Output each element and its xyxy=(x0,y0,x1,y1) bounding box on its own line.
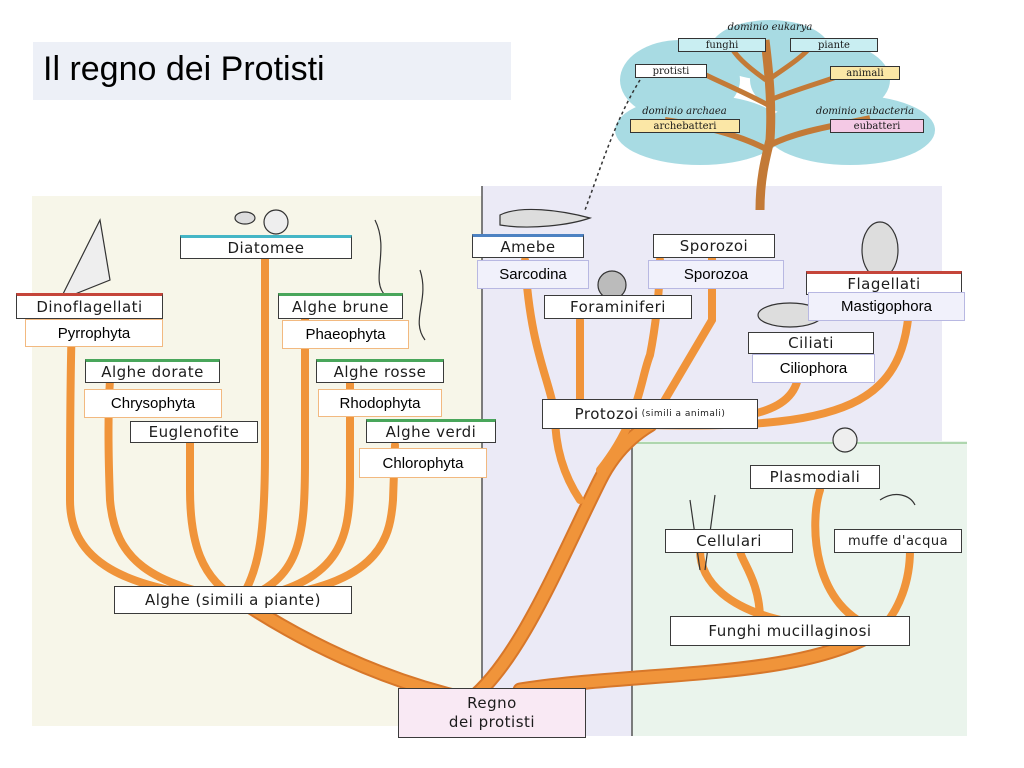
node-foraminiferi: Foraminiferi xyxy=(544,295,692,319)
node-alghe-dorate: Alghe dorate xyxy=(85,359,220,383)
tree-protisti: protisti xyxy=(635,64,707,78)
node-sporozoi: Sporozoi xyxy=(653,234,775,258)
page-title: Il regno dei Protisti xyxy=(43,50,325,88)
node-protozoi: Protozoi (simili a animali) xyxy=(542,399,758,429)
node-diatomee: Diatomee xyxy=(180,235,352,259)
label-sporozoa: Sporozoa xyxy=(648,260,784,289)
tree-eubacteria-domain: dominio eubacteria xyxy=(815,105,915,117)
node-alghe-simili: Alghe (simili a piante) xyxy=(114,586,352,614)
tree-animali: animali xyxy=(830,66,900,80)
label-chlorophyta: Chlorophyta xyxy=(359,448,487,478)
node-alghe-brune: Alghe brune xyxy=(278,293,403,319)
node-ciliati: Ciliati xyxy=(748,332,874,354)
node-regno-protisti: Regno dei protisti xyxy=(398,688,586,738)
tree-archebatteri: archebatteri xyxy=(630,119,740,133)
label-chrysophyta: Chrysophyta xyxy=(84,389,222,418)
protozoi-note: (simili a animali) xyxy=(641,408,726,419)
node-dinoflagellati: Dinoflagellati xyxy=(16,293,163,319)
label-pyrrophyta: Pyrrophyta xyxy=(25,319,163,347)
protozoi-label: Protozoi xyxy=(574,404,639,423)
node-muffe-acqua: muffe d'acqua xyxy=(834,529,962,553)
node-euglenofite: Euglenofite xyxy=(130,421,258,443)
label-ciliophora: Ciliophora xyxy=(752,354,875,383)
node-amebe: Amebe xyxy=(472,234,584,258)
label-rhodophyta: Rhodophyta xyxy=(318,389,442,417)
fungi-panel xyxy=(632,441,967,736)
regno-line1: Regno xyxy=(467,693,517,712)
tree-archaea-domain: dominio archaea xyxy=(642,105,727,117)
title-bar: Il regno dei Protisti xyxy=(33,42,511,100)
organism-sketches xyxy=(58,208,916,571)
node-plasmodiali: Plasmodiali xyxy=(750,465,880,489)
node-alghe-verdi: Alghe verdi xyxy=(366,419,496,443)
node-funghi-mucillaginosi: Funghi mucillaginosi xyxy=(670,616,910,646)
tree-root-label: dominio eukarya xyxy=(727,21,813,33)
label-sarcodina: Sarcodina xyxy=(477,260,589,289)
tree-piante: piante xyxy=(790,38,878,52)
label-mastigophora: Mastigophora xyxy=(808,292,965,321)
regno-line2: dei protisti xyxy=(448,713,536,731)
node-cellulari: Cellulari xyxy=(665,529,793,553)
tree-funghi: funghi xyxy=(678,38,766,52)
label-phaeophyta: Phaeophyta xyxy=(282,320,409,349)
node-alghe-rosse: Alghe rosse xyxy=(316,359,444,383)
tree-eubatteri: eubatteri xyxy=(830,119,924,133)
node-flagellati: Flagellati xyxy=(806,271,962,295)
